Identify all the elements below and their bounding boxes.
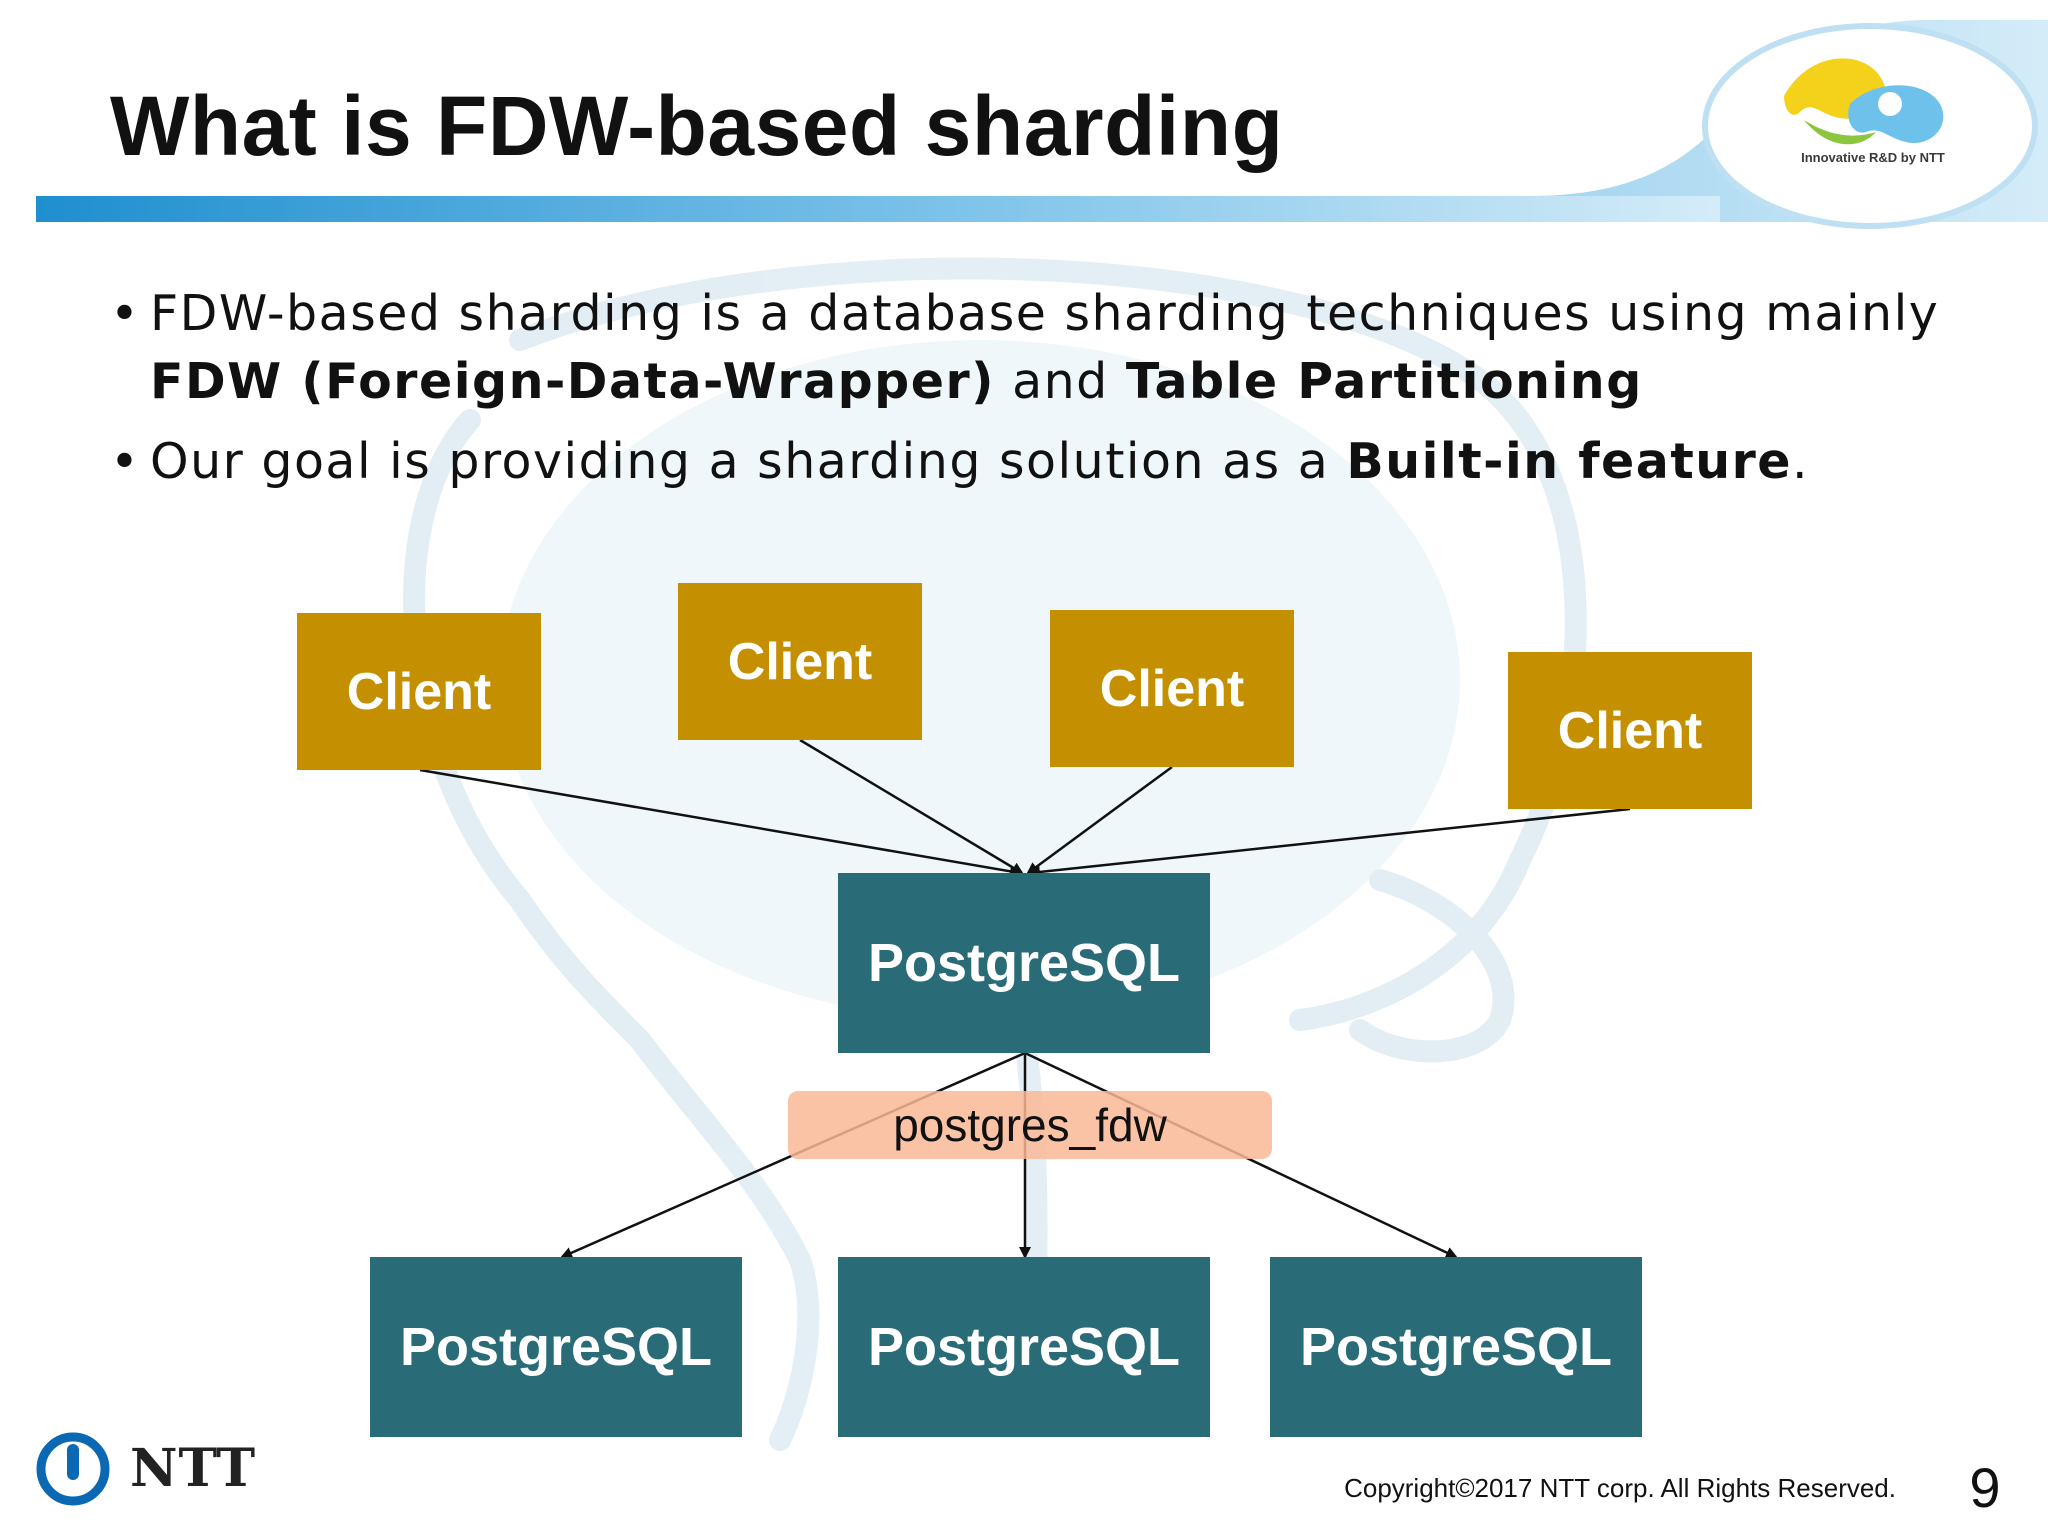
arrow-client3-to-coordinator (1026, 765, 1173, 875)
ntt-wordmark: NTT (130, 1438, 257, 1499)
bullet-text: FDW-based sharding is a database shardin… (150, 285, 1940, 342)
bullet-text: and (995, 353, 1126, 410)
arrow-client1-to-coordinator (419, 768, 1022, 878)
coordinator-postgresql-box: PostgreSQL (838, 873, 1210, 1053)
bullet-item-1: •FDW-based sharding is a database shardi… (110, 280, 1960, 416)
ntt-logo: NTT (34, 1428, 257, 1512)
copyright-text: Copyright©2017 NTT corp. All Rights Rese… (1344, 1473, 1896, 1503)
bullet-dot-icon: • (110, 285, 141, 342)
client-box-4: Client (1508, 652, 1752, 809)
page-number: 9 (1969, 1456, 2001, 1519)
ntt-rd-logo (1702, 23, 2038, 229)
bullet-bold-partitioning: Table Partitioning (1125, 353, 1643, 410)
ntt-mark-icon (36, 1432, 110, 1506)
client-box-1: Client (297, 613, 541, 770)
bullet-text: Our goal is providing a sharding solutio… (150, 433, 1347, 490)
bullet-bold-builtin: Built-in feature (1346, 433, 1793, 490)
shard-postgresql-box-2: PostgreSQL (838, 1257, 1210, 1437)
page-title: What is FDW-based sharding (110, 79, 1284, 173)
arrow-client4-to-coordinator (1028, 807, 1631, 878)
bullet-list: •FDW-based sharding is a database shardi… (110, 280, 1960, 508)
bullet-text: . (1792, 433, 1810, 490)
shard-postgresql-box-1: PostgreSQL (370, 1257, 742, 1437)
logo-tagline: Innovative R&D by NTT (1801, 150, 1945, 165)
client-box-3: Client (1050, 610, 1294, 767)
bullet-item-2: •Our goal is providing a sharding soluti… (110, 428, 1960, 496)
bullet-bold-fdw: FDW (Foreign-Data-Wrapper) (150, 353, 996, 410)
client-box-2: Client (678, 583, 922, 740)
bullet-dot-icon: • (110, 433, 141, 490)
arrow-client2-to-coordinator (799, 738, 1024, 875)
postgres-fdw-label: postgres_fdw (788, 1091, 1272, 1159)
shard-postgresql-box-3: PostgreSQL (1270, 1257, 1642, 1437)
